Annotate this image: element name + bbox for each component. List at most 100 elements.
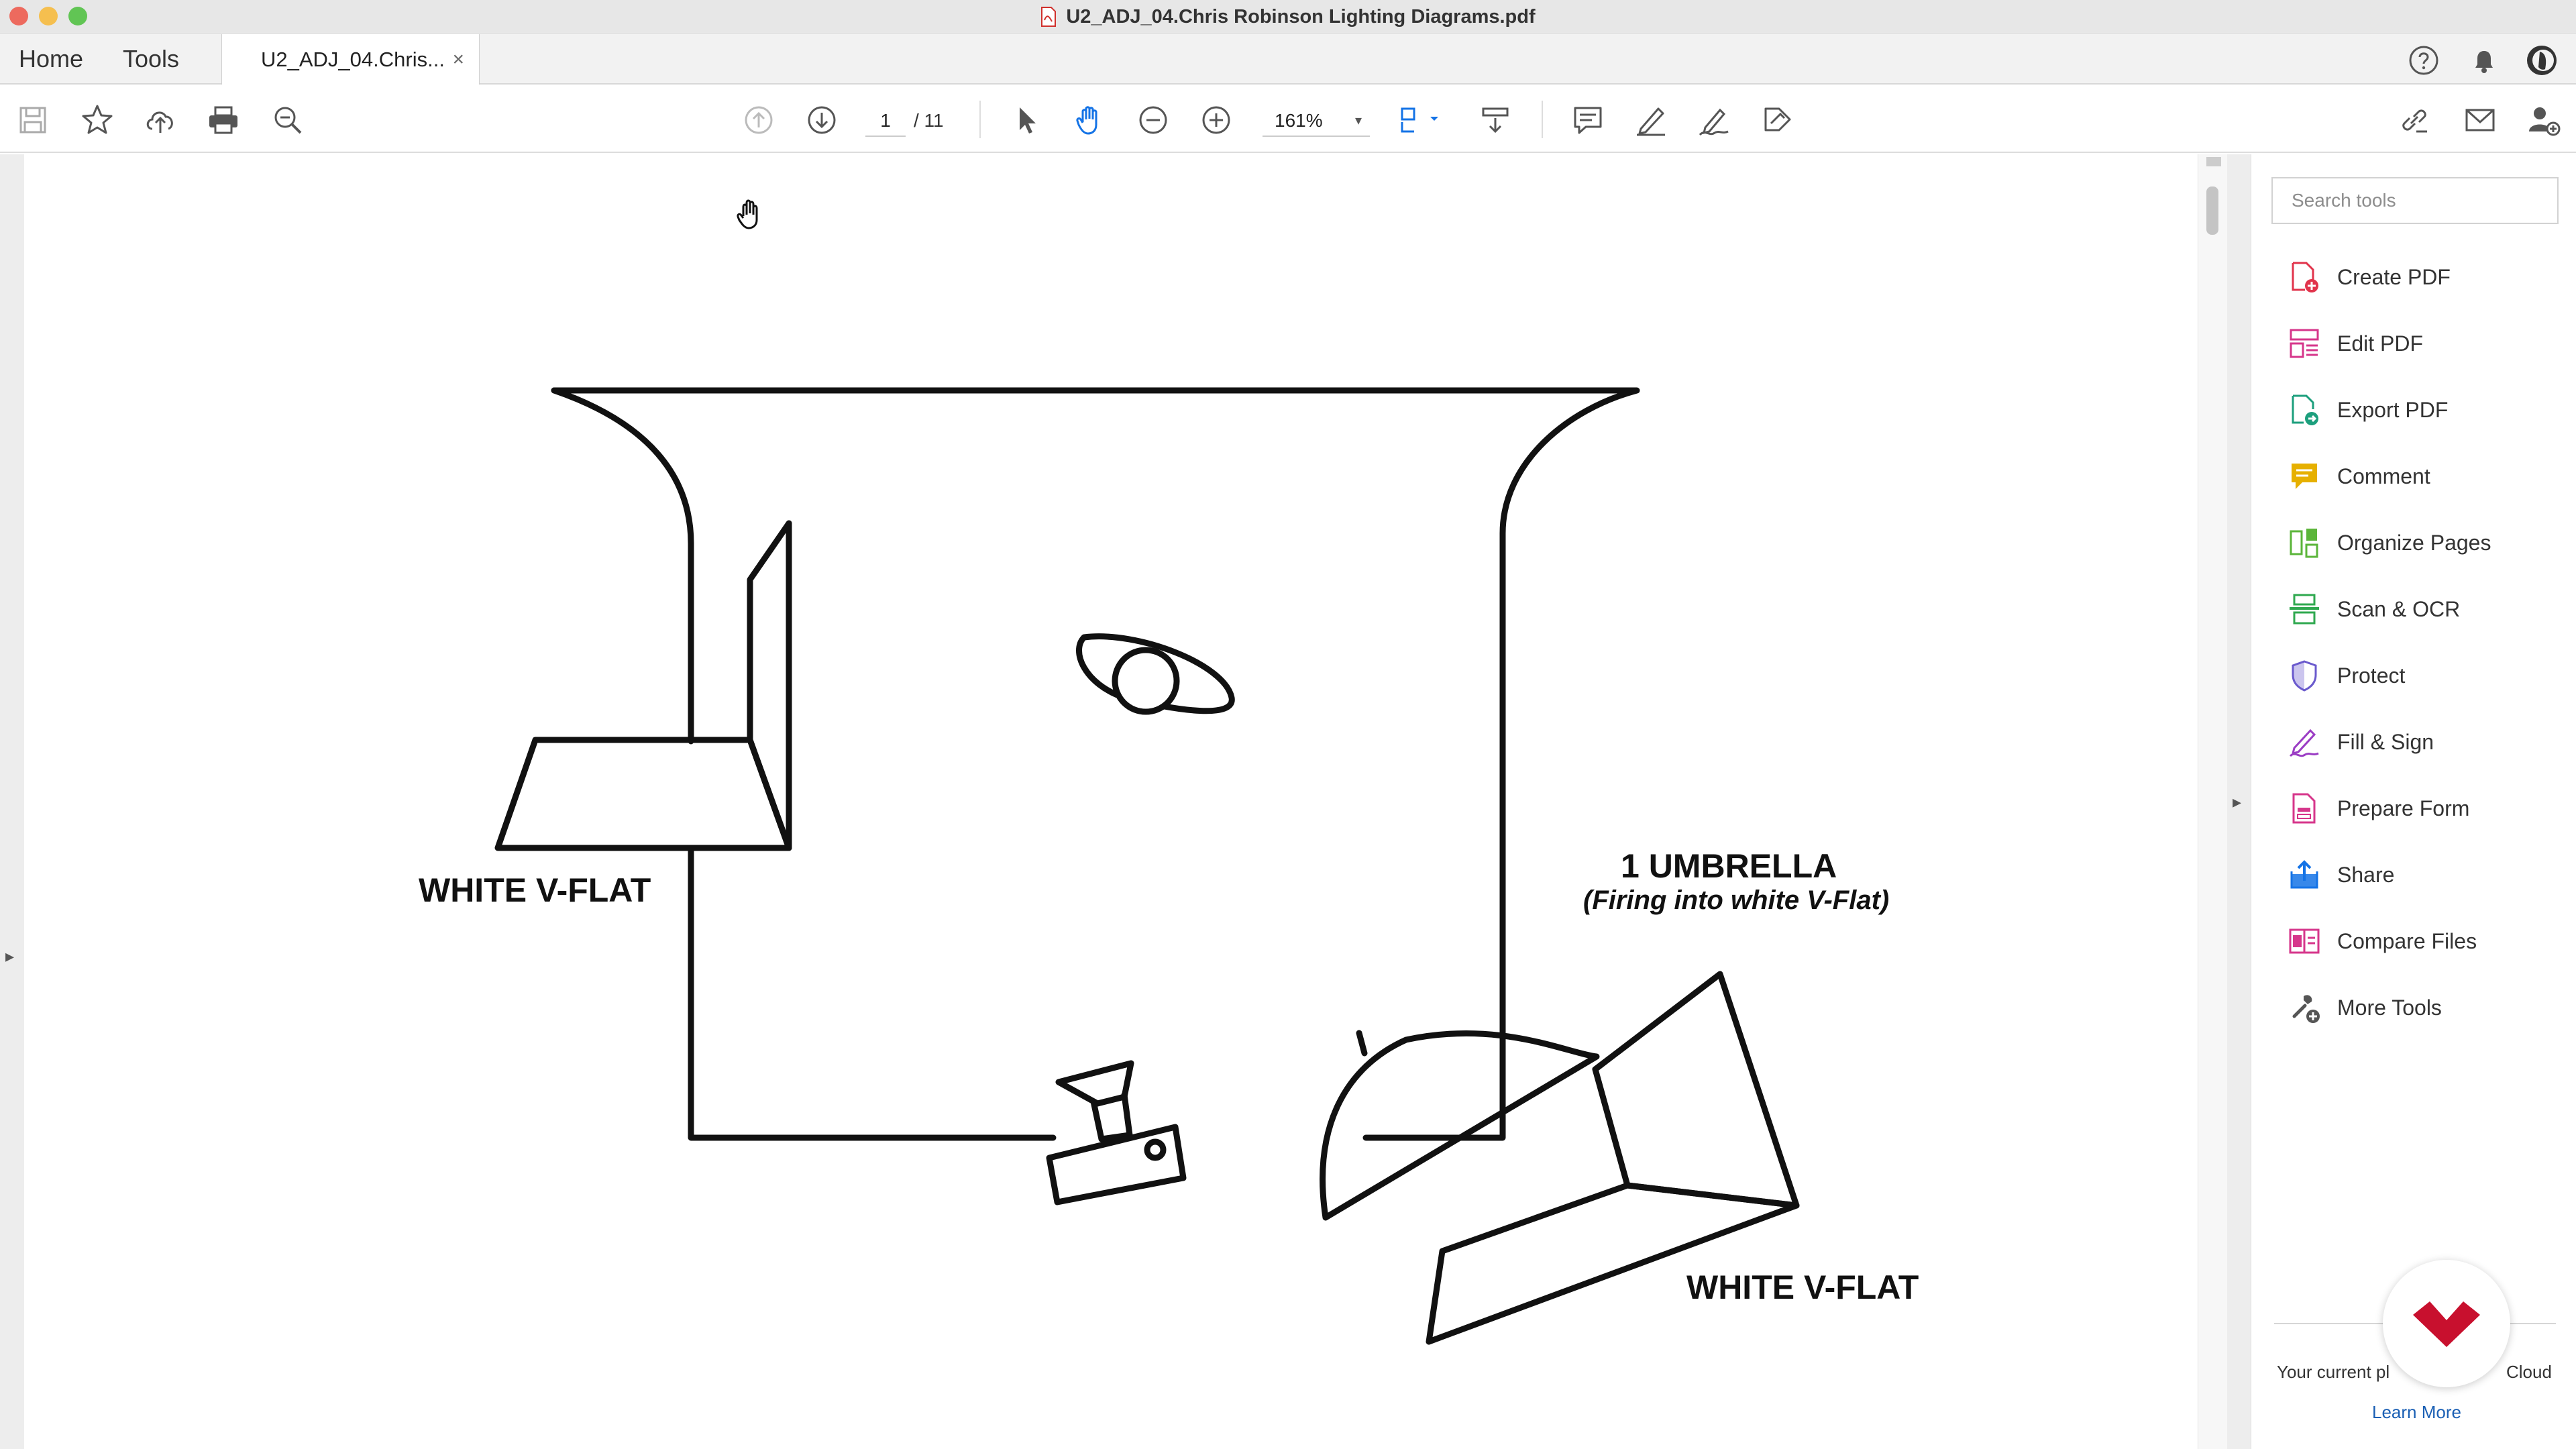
zoom-window-button[interactable] [68, 7, 87, 25]
camera-body [1046, 1124, 1187, 1205]
tool-share[interactable]: Share [2288, 855, 2394, 895]
set-floor-edge [688, 845, 1057, 1141]
tab-home[interactable]: Home [19, 45, 84, 72]
umbrella-label: 1 UMBRELLA [1621, 847, 1837, 885]
tool-create-pdf[interactable]: Create PDF [2288, 257, 2451, 297]
tool-export-pdf[interactable]: Export PDF [2288, 390, 2448, 430]
scan-ocr-icon [2290, 594, 2319, 625]
window-title: U2_ADJ_04.Chris Robinson Lighting Diagra… [1066, 5, 1536, 28]
tool-label: Fill & Sign [2337, 729, 2434, 754]
comment-tool-icon [2292, 464, 2317, 489]
email-icon[interactable] [2462, 102, 2498, 138]
scroll-up-arrow[interactable] [2206, 157, 2221, 166]
scrollbar-thumb[interactable] [2206, 186, 2218, 235]
add-user-icon[interactable] [2525, 102, 2561, 138]
print-icon[interactable] [205, 102, 241, 138]
main-toolbar: / 11 161% ▾ [0, 86, 2576, 153]
plan-text: Your current pl [2277, 1362, 2390, 1382]
tool-label: Share [2337, 862, 2395, 887]
tool-protect[interactable]: Protect [2288, 655, 2405, 696]
tool-organize-pages[interactable]: Organize Pages [2288, 523, 2491, 563]
document-viewport[interactable]: WHITE V-FLAT 1 UMBRELLA (Firing into whi… [24, 154, 2198, 1449]
save-icon[interactable] [15, 102, 51, 138]
profile-avatar-icon[interactable] [2525, 44, 2559, 77]
close-tab-icon[interactable]: × [452, 48, 464, 70]
tab-document[interactable]: U2_ADJ_04.Chris... × [221, 34, 480, 85]
adobe-logo-icon [2413, 1301, 2480, 1347]
umbrella-note: (Firing into white V-Flat) [1583, 885, 1890, 915]
backdrop-left-curve [551, 387, 694, 745]
left-panel-toggle-strip[interactable]: ▸ [0, 154, 24, 1449]
fill-sign-icon [2289, 729, 2319, 757]
backdrop-outline [551, 387, 1640, 1141]
tool-more-tools[interactable]: More Tools [2288, 987, 2442, 1028]
expand-left-panel-icon[interactable]: ▸ [5, 946, 15, 966]
title-bar: U2_ADJ_04.Chris Robinson Lighting Diagra… [0, 0, 2576, 34]
right-vflat-back-panel [1592, 971, 1800, 1209]
left-vflat-top-panel [494, 737, 792, 851]
zoom-out-icon[interactable] [1135, 102, 1171, 138]
notifications-bell-icon[interactable] [2467, 44, 2501, 77]
tool-label: Edit PDF [2337, 331, 2424, 356]
umbrella-shaft [1356, 1030, 1368, 1057]
left-vflat-label: WHITE V-FLAT [419, 871, 651, 909]
adobe-badge-button[interactable] [2383, 1260, 2510, 1387]
left-vflat-side-panel [747, 520, 792, 851]
right-vflat-floor-panel [1426, 1182, 1800, 1345]
tools-pane-toggle-strip[interactable]: ▸ [2227, 154, 2251, 1449]
tool-scan-ocr[interactable]: Scan & OCR [2288, 589, 2460, 629]
zoom-level-dropdown[interactable]: 161% ▾ [1263, 105, 1370, 137]
tab-tools[interactable]: Tools [123, 45, 180, 72]
document-scrollbar[interactable] [2198, 154, 2227, 1449]
select-arrow-icon[interactable] [1009, 102, 1045, 138]
highlight-pen-icon[interactable] [1633, 102, 1669, 138]
tool-label: Organize Pages [2337, 530, 2491, 555]
help-icon[interactable] [2407, 44, 2440, 77]
previous-page-icon[interactable] [741, 102, 777, 138]
tool-edit-pdf[interactable]: Edit PDF [2288, 323, 2423, 364]
umbrella-canopy [1320, 1030, 1600, 1221]
create-pdf-icon [2292, 262, 2318, 292]
camera-lens-hood [1055, 1060, 1134, 1107]
page-number-input[interactable] [865, 106, 906, 137]
protect-shield-icon [2292, 660, 2317, 692]
zoom-level-value: 161% [1275, 110, 1323, 131]
tool-fill-sign[interactable]: Fill & Sign [2288, 722, 2434, 762]
toolbar-separator [979, 101, 981, 138]
camera-mount [1090, 1091, 1133, 1142]
zoom-in-icon[interactable] [1198, 102, 1234, 138]
close-window-button[interactable] [9, 7, 28, 25]
minimize-window-button[interactable] [39, 7, 58, 25]
share-link-icon[interactable] [2396, 102, 2432, 138]
collapse-tools-pane-icon[interactable]: ▸ [2233, 792, 2242, 812]
upload-cloud-icon[interactable] [142, 102, 178, 138]
sign-icon[interactable] [1696, 102, 1732, 138]
tool-label: Comment [2337, 464, 2430, 488]
subject-face [1112, 647, 1180, 715]
tool-label: Scan & OCR [2337, 596, 2461, 621]
search-zoom-icon[interactable] [270, 102, 306, 138]
tool-comment[interactable]: Comment [2288, 456, 2430, 496]
pdf-file-icon [1041, 7, 1057, 27]
learn-more-link[interactable]: Learn More [2372, 1402, 2461, 1422]
tool-label: Export PDF [2337, 397, 2449, 422]
scroll-mode-icon[interactable] [1477, 102, 1513, 138]
tab-bar: Home Tools U2_ADJ_04.Chris... × [0, 34, 2576, 85]
tool-compare-files[interactable]: Compare Files [2288, 921, 2477, 961]
tool-label: Protect [2337, 663, 2406, 688]
doc-tab-label: U2_ADJ_04.Chris... [261, 48, 445, 71]
prepare-form-icon [2292, 793, 2316, 824]
tool-prepare-form[interactable]: Prepare Form [2288, 788, 2469, 828]
comment-icon[interactable] [1570, 102, 1606, 138]
next-page-icon[interactable] [804, 102, 840, 138]
share-tool-icon [2290, 860, 2318, 889]
hand-tool-icon[interactable] [1072, 102, 1108, 138]
fit-page-icon[interactable] [1397, 102, 1444, 138]
page-total: / 11 [914, 110, 944, 131]
tags-icon[interactable] [1759, 102, 1795, 138]
bookmark-star-icon[interactable] [79, 102, 115, 138]
search-tools-input[interactable] [2271, 177, 2559, 224]
camera-dial [1144, 1138, 1167, 1161]
right-vflat-label: WHITE V-FLAT [1686, 1269, 1919, 1306]
tool-label: Compare Files [2337, 928, 2477, 953]
